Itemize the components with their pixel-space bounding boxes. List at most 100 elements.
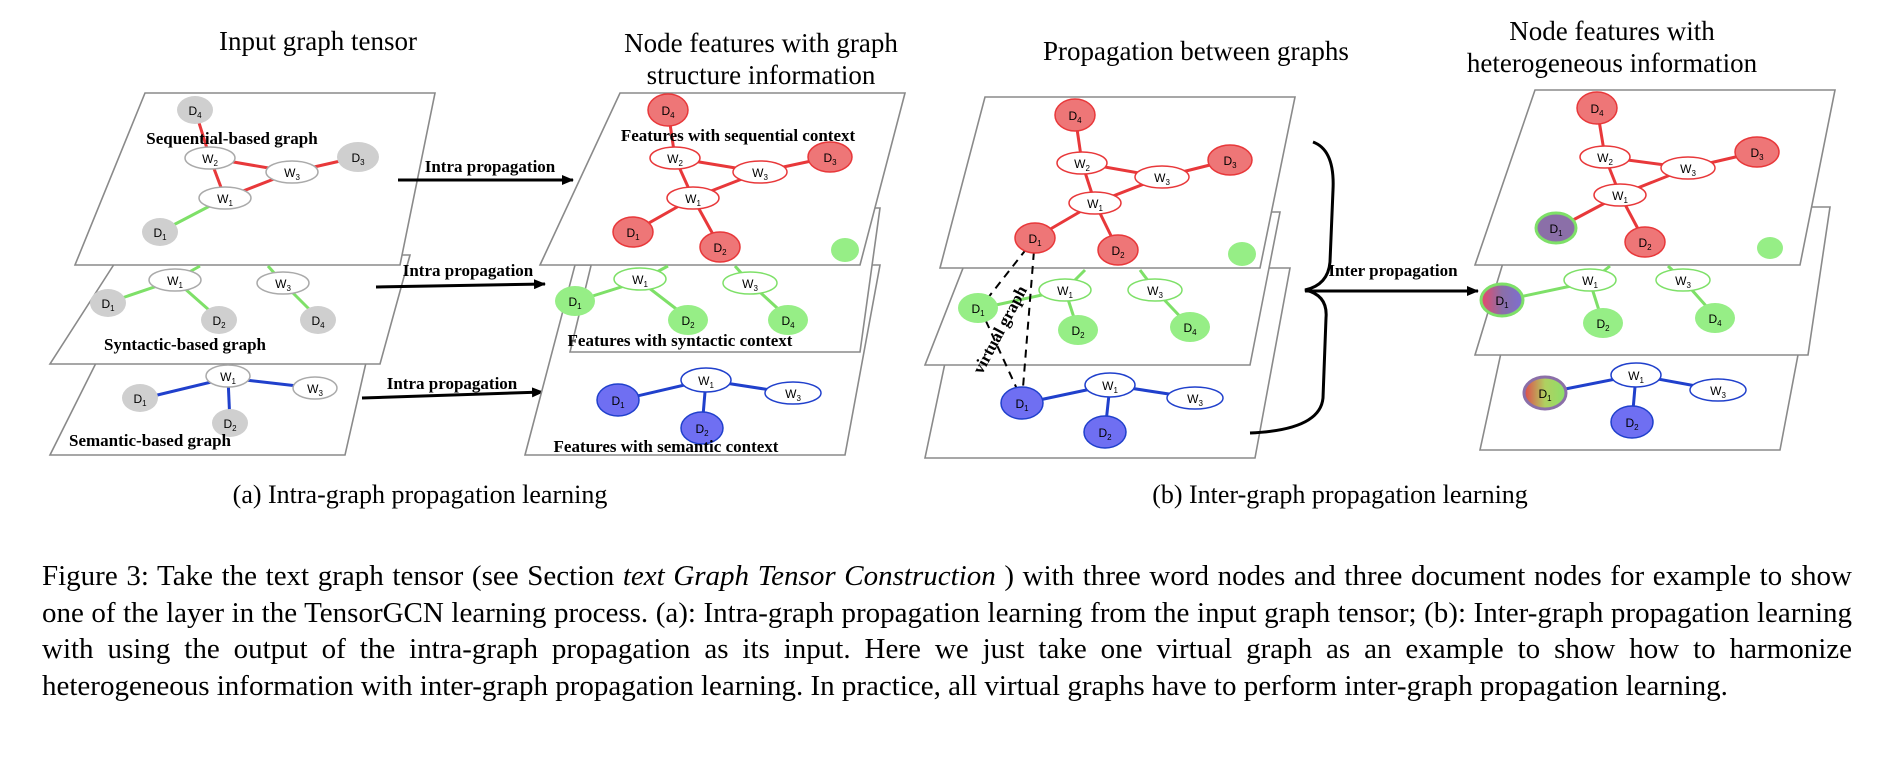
diagram-canvas: Input graph tensor Node features with gr… bbox=[48, 16, 1836, 509]
svg-text:D2: D2 bbox=[223, 417, 237, 433]
svg-text:D2: D2 bbox=[713, 241, 727, 257]
node-w2 bbox=[649, 146, 701, 170]
node-d3 bbox=[1734, 136, 1780, 168]
svg-text:W1: W1 bbox=[1612, 189, 1628, 205]
svg-text:D4: D4 bbox=[781, 314, 795, 330]
svg-text:D1: D1 bbox=[133, 392, 147, 408]
node-d1 bbox=[612, 216, 654, 248]
sequential-graph-label: Sequential-based graph bbox=[146, 129, 318, 148]
node-w1 bbox=[205, 364, 251, 388]
node-w1 bbox=[613, 267, 667, 291]
svg-text:W1: W1 bbox=[217, 192, 233, 208]
svg-text:W3: W3 bbox=[1680, 162, 1696, 178]
svg-text:W1: W1 bbox=[1102, 379, 1118, 395]
node-features-header-line1: Node features with graph bbox=[624, 28, 898, 58]
svg-text:D4: D4 bbox=[1590, 102, 1604, 118]
svg-text:W3: W3 bbox=[1710, 384, 1726, 400]
node-d2 bbox=[1583, 308, 1623, 338]
svg-text:D2: D2 bbox=[1071, 324, 1085, 340]
semantic-graph-label: Semantic-based graph bbox=[69, 431, 232, 450]
svg-text:D1: D1 bbox=[626, 226, 640, 242]
node-w3 bbox=[732, 160, 788, 184]
svg-text:W3: W3 bbox=[275, 277, 291, 293]
caption-part2: ) with three word nodes and three docume… bbox=[42, 560, 1853, 702]
node-w2 bbox=[1579, 145, 1631, 169]
svg-text:D1: D1 bbox=[611, 394, 625, 410]
node-d2 bbox=[1058, 315, 1098, 345]
node-d1 bbox=[596, 383, 640, 417]
panel-b-caption: (b) Inter-graph propagation learning bbox=[1152, 480, 1528, 509]
node-w3 bbox=[1134, 165, 1190, 189]
node-d3 bbox=[807, 141, 853, 173]
node-w3 bbox=[1127, 278, 1183, 302]
node-w3 bbox=[722, 271, 778, 295]
node-d2 bbox=[1610, 405, 1654, 439]
intra-arrow-middle bbox=[375, 279, 546, 290]
sequential-features-label: Features with sequential context bbox=[621, 126, 856, 145]
intra-propagation-label-bottom: Intra propagation bbox=[387, 374, 518, 393]
svg-text:D2: D2 bbox=[1111, 244, 1125, 260]
node-w1 bbox=[198, 186, 252, 210]
node-w1 bbox=[680, 367, 732, 393]
node-w1 bbox=[1610, 362, 1662, 388]
svg-text:W1: W1 bbox=[1057, 284, 1073, 300]
svg-text:D4: D4 bbox=[188, 104, 202, 120]
svg-text:D1: D1 bbox=[568, 295, 582, 311]
node-d4 bbox=[647, 93, 689, 127]
node-w1 bbox=[1068, 191, 1122, 215]
svg-text:W3: W3 bbox=[752, 166, 768, 182]
node-d4 bbox=[300, 306, 336, 334]
inter-propagation-input: virtual graph D4 W2 W3 D3 W1 D1 D2 W1 W3… bbox=[923, 96, 1296, 459]
node-w1 bbox=[666, 186, 720, 210]
svg-text:W1: W1 bbox=[632, 273, 648, 289]
node-d4 bbox=[1695, 303, 1735, 333]
node-d2 bbox=[201, 306, 237, 334]
node-w3 bbox=[265, 160, 319, 184]
svg-text:W3: W3 bbox=[307, 382, 323, 398]
svg-text:W2: W2 bbox=[202, 152, 218, 168]
node-w3 bbox=[1166, 386, 1224, 410]
svg-text:D1: D1 bbox=[1538, 387, 1552, 403]
semantic-features-label: Features with semantic context bbox=[554, 437, 779, 456]
caption-part1: Figure 3: Take the text graph tensor (se… bbox=[42, 560, 623, 592]
svg-text:D2: D2 bbox=[1625, 416, 1639, 432]
svg-text:W1: W1 bbox=[1582, 274, 1598, 290]
syntactic-features-label: Features with syntactic context bbox=[568, 331, 793, 350]
heterogeneous-output: D4 W2 W3 D3 W1 D1 D2 W1 W3 D1 D2 D4 bbox=[1473, 89, 1836, 451]
svg-text:D2: D2 bbox=[1098, 426, 1112, 442]
intra-arrow-bottom bbox=[361, 387, 544, 400]
svg-text:W3: W3 bbox=[1675, 274, 1691, 290]
node-d1 bbox=[1000, 386, 1044, 420]
node-d2 bbox=[1097, 234, 1139, 266]
svg-text:W1: W1 bbox=[685, 192, 701, 208]
svg-text:W1: W1 bbox=[1628, 369, 1644, 385]
svg-text:D3: D3 bbox=[1223, 154, 1237, 170]
sequential-nodes: D4 W2 W3 D3 W1 D1 bbox=[142, 96, 379, 246]
node-d1-mixed bbox=[1479, 282, 1525, 318]
svg-text:W3: W3 bbox=[1187, 392, 1203, 408]
svg-text:W3: W3 bbox=[742, 277, 758, 293]
svg-text:W1: W1 bbox=[167, 274, 183, 290]
svg-text:D4: D4 bbox=[1708, 312, 1722, 328]
svg-text:D1: D1 bbox=[153, 226, 167, 242]
panel-a-caption: (a) Intra-graph propagation learning bbox=[233, 480, 608, 509]
syntactic-nodes: W1 W3 D1 D2 D4 bbox=[90, 268, 336, 334]
node-d2 bbox=[680, 411, 724, 445]
svg-text:D1: D1 bbox=[1015, 397, 1029, 413]
svg-text:D3: D3 bbox=[351, 151, 365, 167]
svg-text:D1: D1 bbox=[1495, 294, 1509, 310]
semantic-nodes: W1 D1 W3 D2 bbox=[122, 364, 338, 437]
node-d1 bbox=[90, 289, 126, 317]
input-graph-tensor-header: Input graph tensor bbox=[219, 26, 417, 56]
intra-propagation-arrows: Intra propagation Intra propagation Intr… bbox=[361, 157, 574, 400]
node-w3 bbox=[1660, 156, 1716, 180]
node-d4 bbox=[1170, 312, 1210, 342]
svg-text:D2: D2 bbox=[1638, 236, 1652, 252]
node-d4 bbox=[768, 305, 808, 335]
node-d2 bbox=[1083, 415, 1127, 449]
node-w3 bbox=[1689, 378, 1747, 402]
svg-text:D2: D2 bbox=[695, 422, 709, 438]
svg-text:D1: D1 bbox=[1028, 232, 1042, 248]
node-w1 bbox=[148, 268, 202, 292]
node-features-header-line2: structure information bbox=[647, 60, 876, 90]
